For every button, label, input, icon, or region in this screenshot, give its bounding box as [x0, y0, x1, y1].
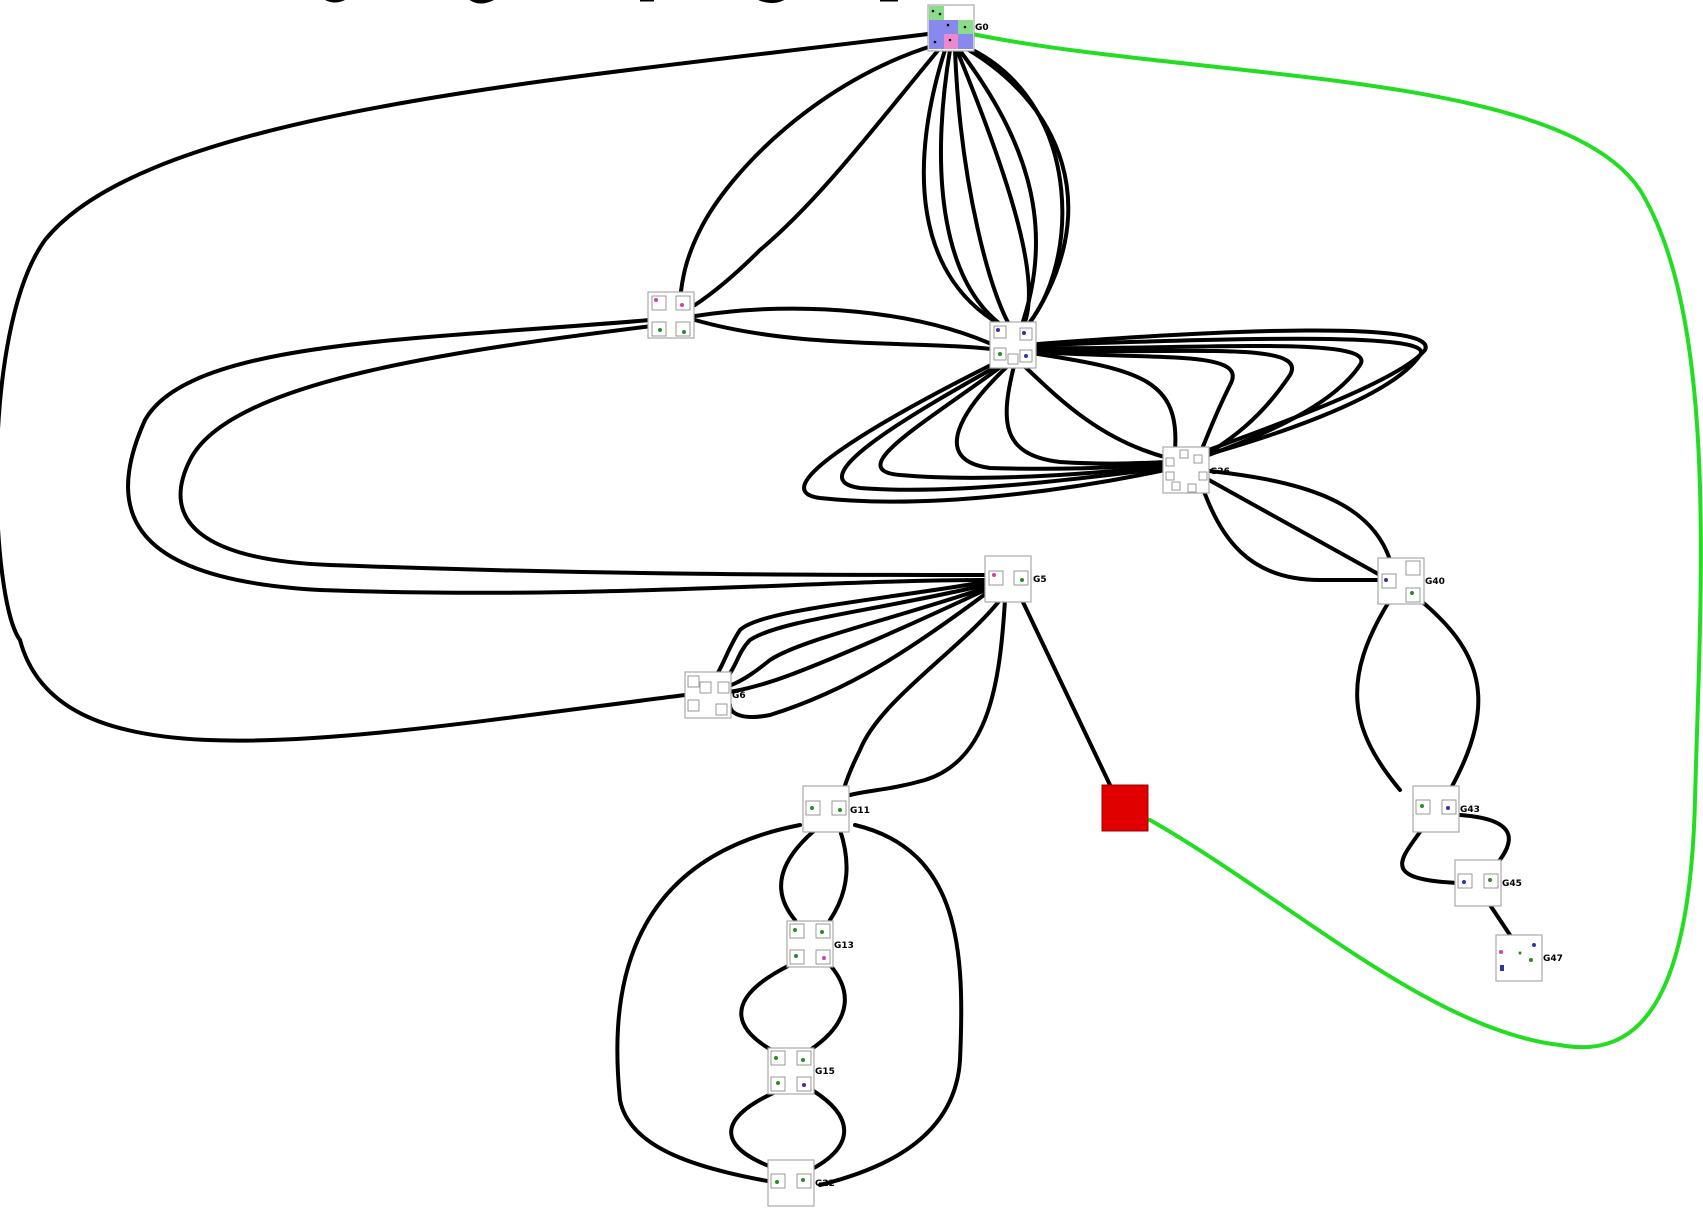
edge-g26-g40-a	[1198, 468, 1392, 562]
node-g26-label: G26	[1210, 467, 1230, 477]
edge-g0-g6-outer	[0, 32, 930, 743]
node-g40-label: G40	[1425, 577, 1445, 587]
edge-g15-g22-b	[808, 1088, 846, 1172]
edge-g11-g22-b	[818, 823, 964, 1187]
node-g47[interactable]: G47	[1495, 934, 1563, 982]
edge-c1-g26-r4	[1036, 350, 1235, 466]
edge-g0-l1-b	[693, 46, 942, 307]
node-l1[interactable]	[647, 291, 695, 339]
edge-g11-g13-b	[828, 828, 849, 922]
node-g22[interactable]: G22	[767, 1159, 835, 1207]
edge-c1-g26-4	[955, 360, 1170, 471]
node-g6-label: G6	[732, 691, 746, 701]
edge-l1-c1-b	[693, 318, 1002, 352]
edge-g26-g40-b	[1198, 473, 1382, 577]
node-g43-label: G43	[1460, 805, 1480, 815]
edge-c1-g26-2	[840, 358, 1168, 492]
edge-g0-l1-a	[678, 43, 937, 302]
edge-g0-red-highlight	[970, 32, 1703, 1050]
edge-c1-g26-3	[878, 358, 1168, 480]
node-g47-label: G47	[1543, 954, 1563, 964]
edge-c1-g26-5	[1004, 360, 1170, 466]
node-g11-label: G11	[850, 806, 870, 816]
edge-c1-g26-r5	[1036, 352, 1178, 452]
clipped-title	[300, 0, 898, 6]
node-g13-label: G13	[834, 941, 854, 951]
edge-g45-g47	[1488, 903, 1512, 937]
edge-l1-g5-b	[178, 323, 987, 577]
edge-g0-c1-3	[953, 48, 1017, 336]
edge-g0-c1-1	[921, 48, 1012, 332]
edge-g13-g15-b	[808, 963, 847, 1052]
edges	[0, 32, 1703, 1187]
node-c1[interactable]	[989, 321, 1037, 369]
edge-g11-g22-a	[615, 823, 802, 1187]
node-g6[interactable]: G6	[684, 671, 746, 719]
edge-g40-g43-a	[1355, 598, 1402, 792]
node-g5-label: G5	[1033, 575, 1047, 585]
edge-g0-c1-6	[960, 43, 1065, 337]
edge-l1-c1-a	[693, 306, 1002, 350]
node-g0-label: G0	[975, 23, 989, 33]
edge-g5-g6-5	[728, 590, 990, 719]
edge-c1-g26-1	[802, 356, 1167, 504]
edge-c1-g26-6	[1018, 360, 1170, 460]
edge-g0-c1-7	[954, 46, 1031, 338]
node-g13[interactable]: G13	[786, 920, 854, 968]
edge-c1-g26-r6	[1036, 328, 1428, 457]
edge-g43-g45-a	[1400, 830, 1462, 885]
node-selected-red[interactable]	[1101, 784, 1149, 832]
node-g22-label: G22	[815, 1179, 835, 1189]
edge-c1-g26-r3	[1036, 348, 1294, 464]
edge-g0-c1-4	[956, 46, 1039, 332]
node-g43[interactable]: G43	[1412, 785, 1480, 833]
edge-g40-g43-b	[1418, 598, 1481, 792]
edge-g26-g40-c	[1198, 478, 1382, 582]
node-g40[interactable]: G40	[1377, 557, 1445, 605]
node-g45[interactable]: G45	[1454, 859, 1522, 907]
edge-g5-red	[1020, 598, 1112, 787]
edge-g5-g11-a	[838, 598, 1002, 810]
node-g15[interactable]: G15	[767, 1047, 835, 1095]
edge-g15-g22-a	[729, 1088, 782, 1172]
edge-g13-g15-a	[739, 963, 792, 1054]
edge-g0-c1-2	[939, 48, 1014, 334]
node-g26[interactable]: G26	[1162, 446, 1230, 494]
node-g5[interactable]: G5	[984, 555, 1047, 603]
edge-c1-g26-r2	[1036, 344, 1364, 462]
node-g11[interactable]: G11	[802, 785, 870, 833]
edge-g11-g13-a	[779, 828, 817, 922]
node-g15-label: G15	[815, 1067, 835, 1077]
edge-g5-g6-1	[688, 580, 987, 692]
node-g0[interactable]: G0	[927, 4, 989, 52]
edge-l1-g5-a	[126, 318, 987, 595]
edge-g5-g11-b	[848, 598, 1007, 797]
edge-g0-c1-5	[958, 43, 1071, 332]
node-g45-label: G45	[1502, 879, 1522, 889]
